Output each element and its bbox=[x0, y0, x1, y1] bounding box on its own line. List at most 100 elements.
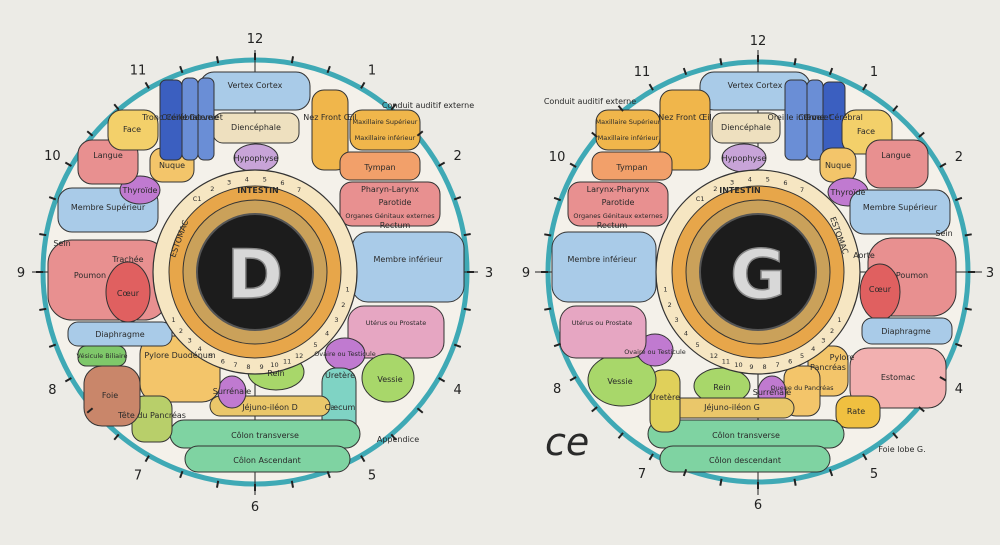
rim-tick bbox=[544, 233, 552, 237]
rim-tick bbox=[648, 453, 654, 461]
ring-label-intestin: INTESTIN bbox=[719, 186, 760, 195]
rim-tick bbox=[360, 81, 366, 89]
zone-label: Cœur bbox=[117, 289, 140, 298]
zone-label: Estomac bbox=[881, 373, 915, 382]
vertebra-cervical: 4 bbox=[748, 175, 752, 183]
zone-label: Organes Génitaux externes bbox=[345, 212, 435, 220]
vertebra-lumbar: 2 bbox=[668, 301, 672, 309]
zone-label: Hypophyse bbox=[234, 154, 279, 163]
zone-vessie bbox=[361, 353, 415, 403]
vertebra-cervical: 4 bbox=[245, 175, 249, 183]
zone-label: Rate bbox=[847, 407, 865, 416]
rim-tick bbox=[793, 58, 797, 66]
rim-tick bbox=[939, 162, 947, 168]
rim-tick bbox=[648, 83, 654, 91]
zone-label: Côlon transverse bbox=[231, 430, 299, 440]
zone-vertex bbox=[199, 71, 311, 111]
zone-label: Poumon bbox=[74, 271, 106, 280]
zone-label: Diencéphale bbox=[231, 122, 281, 132]
rim-tick bbox=[918, 131, 925, 138]
rim-tick bbox=[682, 468, 688, 477]
clock-hour-7: 7 bbox=[638, 467, 646, 482]
vertebra-dorsal: 5 bbox=[209, 352, 213, 360]
zone-label: Trachée bbox=[111, 254, 143, 264]
zone-tympan bbox=[339, 151, 421, 181]
zone-label: Jéjuno-iléon D bbox=[241, 402, 298, 412]
clock-hour-10: 10 bbox=[549, 150, 566, 165]
zone-label: Côlon transverse bbox=[712, 430, 780, 440]
rim-tick bbox=[64, 161, 72, 167]
vertebra-cervical: 3 bbox=[227, 179, 231, 187]
zone-maxillaire bbox=[595, 109, 661, 151]
zone-label: Maxillaire Supérieur bbox=[353, 118, 418, 126]
rim-tick bbox=[682, 67, 688, 76]
zone-label: Nuque bbox=[159, 161, 185, 170]
vertebra-dorsal: 1 bbox=[837, 316, 841, 324]
rim-tick bbox=[553, 342, 562, 348]
zone-organes bbox=[567, 181, 669, 227]
clock-hour-11: 11 bbox=[634, 65, 651, 80]
zone-label: Parotide bbox=[602, 198, 635, 207]
zone-label: Pylore Duodénum bbox=[144, 350, 216, 360]
zone-label: Larynx-Pharynx bbox=[587, 185, 650, 194]
clock-hour-6: 6 bbox=[251, 500, 259, 515]
vertebra-dorsal: 9 bbox=[749, 363, 753, 371]
vertebra-cervical: 5 bbox=[263, 176, 267, 184]
zone-langue bbox=[865, 139, 929, 189]
vertebra-cervical: 5 bbox=[766, 176, 770, 184]
vertebra-dorsal: 4 bbox=[811, 345, 815, 353]
zone-membre-inf bbox=[551, 231, 657, 303]
zone-label: Vessie bbox=[607, 377, 632, 386]
clock-hour-4: 4 bbox=[454, 383, 462, 398]
vertebra-lumbar: 1 bbox=[346, 285, 350, 293]
clock-hour-3: 3 bbox=[986, 266, 994, 281]
zone-label: Membre Supérieur bbox=[71, 202, 146, 212]
rim-tick bbox=[617, 105, 624, 112]
zone-label: Membre inférieur bbox=[373, 254, 443, 264]
zone-label: Foie bbox=[102, 391, 118, 400]
clock-hour-2: 2 bbox=[955, 150, 963, 165]
vertebra-lumbar: 3 bbox=[675, 316, 679, 324]
rim-tick bbox=[862, 83, 868, 91]
signature: ce bbox=[545, 420, 589, 464]
zone-label: Membre inférieur bbox=[567, 254, 637, 264]
vertebra-lumbar: 2 bbox=[341, 301, 345, 309]
rim-tick bbox=[719, 478, 723, 486]
zone-label: Nez Front Œil bbox=[658, 113, 711, 122]
pupil bbox=[699, 213, 817, 331]
clock-hour-9: 9 bbox=[17, 266, 25, 281]
rim-tick bbox=[39, 307, 47, 312]
vertebra-lumbar: 4 bbox=[325, 329, 329, 337]
zone-label: Ovaire ou Testicule bbox=[314, 350, 376, 358]
zone-label: Surrénale bbox=[753, 387, 792, 397]
vertebra-lumbar: 5 bbox=[313, 341, 317, 349]
rim-tick bbox=[553, 196, 562, 202]
zone-label: Tympan bbox=[363, 163, 395, 172]
vertebra-dorsal: 10 bbox=[734, 361, 742, 369]
rim-tick bbox=[828, 67, 834, 76]
zone-organes bbox=[339, 181, 441, 227]
clock-hour-8: 8 bbox=[553, 382, 561, 397]
rim-tick bbox=[828, 468, 834, 477]
zone-coeur bbox=[105, 261, 151, 323]
rim-tick bbox=[48, 343, 57, 348]
vertebra-lumbar: 1 bbox=[663, 285, 667, 293]
rim-tick bbox=[438, 161, 446, 167]
vertebra-cervical: 7 bbox=[297, 186, 301, 194]
vertebra-cervical: 3 bbox=[730, 179, 734, 187]
rim-tick bbox=[892, 432, 899, 439]
vertebra-cervical: 6 bbox=[280, 179, 284, 187]
rim-tick bbox=[862, 453, 868, 461]
zone-tympan bbox=[591, 151, 673, 181]
zone-maxillaire bbox=[349, 109, 421, 151]
zone-nez bbox=[311, 89, 349, 171]
zone-label: Pharyn-Larynx bbox=[361, 185, 419, 194]
rim-tick bbox=[390, 103, 397, 111]
vertebra-dorsal: 2 bbox=[179, 327, 183, 335]
zone-label: Uretère bbox=[325, 370, 355, 380]
zone-label: Surrénale bbox=[213, 386, 252, 396]
zone-label: Maxillaire inférieur bbox=[598, 134, 659, 142]
rim-tick bbox=[569, 162, 577, 168]
